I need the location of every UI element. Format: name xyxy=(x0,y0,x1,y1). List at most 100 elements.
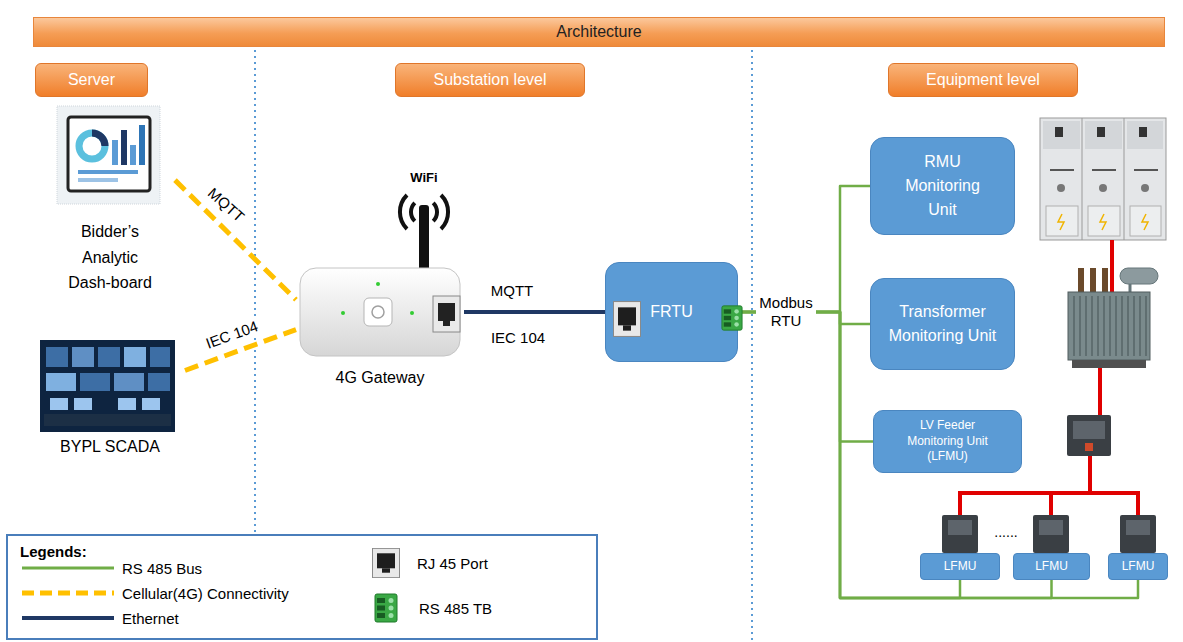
protocol-label: IEC 104 xyxy=(491,329,545,347)
circuit-breaker xyxy=(1120,515,1156,553)
rj45-port-icon xyxy=(613,301,641,337)
rj45-port-icon xyxy=(382,568,390,572)
node-text: RMU Monitoring Unit xyxy=(893,150,993,222)
dashboard-node: Bidder’s Analytic Dash-board xyxy=(45,105,175,300)
rs485-terminal-icon xyxy=(734,322,739,326)
node-text: Substation level xyxy=(434,70,547,90)
dashboard-icon xyxy=(112,140,118,165)
rmu-cabinet xyxy=(1082,118,1083,240)
ellipsis-label: ...... xyxy=(994,524,1017,541)
section-header: Equipment level xyxy=(888,63,1078,97)
transformer xyxy=(1090,268,1096,292)
gateway-device xyxy=(300,268,460,356)
column-separator xyxy=(751,50,753,642)
node-text: LFMU xyxy=(1035,559,1068,574)
legend-line xyxy=(22,591,114,596)
node-text: FRTU xyxy=(650,302,692,322)
rmu-cabinet xyxy=(1088,206,1120,236)
section-header: Server xyxy=(35,63,148,97)
rj45-port-icon xyxy=(377,553,395,568)
wifi-antenna xyxy=(419,205,429,271)
scada-photo xyxy=(118,398,136,410)
circuit-breaker xyxy=(1039,520,1063,535)
node-text: Equipment level xyxy=(926,70,1040,90)
gateway-device xyxy=(300,268,460,356)
rs485-terminal-icon xyxy=(734,316,739,320)
scada-photo xyxy=(114,373,144,391)
scada-photo xyxy=(74,398,92,410)
gateway-device xyxy=(443,321,450,326)
rs485-terminal-icon xyxy=(722,306,742,330)
dashboard-icon xyxy=(57,106,160,204)
transformer xyxy=(1068,268,1158,368)
rmu-cabinet xyxy=(1058,214,1064,230)
ethernet-link xyxy=(464,310,605,314)
rj45-port-icon xyxy=(614,302,641,337)
legend-heading: Legends: xyxy=(20,543,87,561)
rmu-cabinet xyxy=(1127,121,1163,149)
legend-sample xyxy=(22,562,114,574)
scada-photo xyxy=(46,373,76,391)
protocol-label: Modbus RTU xyxy=(756,294,816,330)
rmu-cabinet xyxy=(1142,214,1148,230)
wifi-antenna xyxy=(441,195,448,229)
circuit-breaker xyxy=(948,520,972,535)
gateway-device xyxy=(376,282,380,286)
wifi-antenna xyxy=(400,195,448,271)
rs485-terminal-icon xyxy=(724,316,731,320)
dashboard-icon xyxy=(57,106,160,204)
circuit-breaker xyxy=(1073,421,1105,439)
node-text: LV Feeder Monitoring Unit (LFMU) xyxy=(895,418,1000,465)
legend-text: RJ 45 Port xyxy=(417,555,488,572)
transformer xyxy=(1120,268,1158,284)
dashboard-icon xyxy=(139,125,145,165)
power-wire xyxy=(1049,493,1053,515)
monitoring-unit: LV Feeder Monitoring Unit (LFMU) xyxy=(873,410,1022,473)
rs485-terminal-icon xyxy=(377,606,385,611)
dashboard-icon xyxy=(79,133,105,159)
rmu-cabinet xyxy=(1100,214,1106,230)
rj45-port-icon xyxy=(618,307,636,325)
dashboard-icon xyxy=(121,130,127,165)
gateway-device xyxy=(433,296,460,332)
scada-photo xyxy=(98,347,120,367)
power-wire xyxy=(1088,456,1092,493)
legend-text: Ethernet xyxy=(122,610,179,627)
dashboard-icon xyxy=(78,178,118,182)
rmu-cabinet xyxy=(1040,118,1166,240)
legend-sample xyxy=(22,587,114,599)
wifi-antenna xyxy=(433,203,437,221)
gateway-device xyxy=(438,303,455,321)
lfmu-box: LFMU xyxy=(1013,553,1090,580)
rmu-cabinet xyxy=(1097,127,1105,137)
title-text: Architecture xyxy=(556,23,641,41)
legend-line xyxy=(22,616,114,620)
rs485-terminal-icon xyxy=(724,309,731,313)
scada-photo xyxy=(80,373,110,391)
transformer xyxy=(1074,296,1146,356)
scada-photo xyxy=(142,398,160,410)
wifi-label: WiFi xyxy=(410,170,437,186)
title-band: Architecture xyxy=(33,17,1165,47)
rs485-terminal-icon xyxy=(389,606,394,611)
circuit-breaker xyxy=(942,515,978,553)
gateway-node: 4G Gateway xyxy=(296,262,464,392)
legend-text: RS 485 TB xyxy=(419,600,492,617)
dashboard-icon xyxy=(92,133,105,146)
circuit-breaker xyxy=(1067,415,1111,456)
node-text: BYPL SCADA xyxy=(60,437,160,457)
rs485-terminal-icon xyxy=(375,594,397,622)
rs485-terminal-icon xyxy=(377,613,385,618)
rmu-cabinet xyxy=(1141,184,1149,192)
gateway-device xyxy=(364,298,392,326)
transformer xyxy=(1072,360,1146,368)
rs485-terminal-icon xyxy=(724,322,731,326)
circuit-breaker xyxy=(1033,515,1069,553)
rmu-cabinet xyxy=(1092,169,1116,171)
legend-line xyxy=(22,567,114,570)
rmu-cabinet xyxy=(1040,118,1166,240)
legend-sample xyxy=(22,612,114,624)
wifi-antenna xyxy=(411,203,415,221)
legend-box: RS 485 BusCellular(4G) ConnectivityEther… xyxy=(6,534,598,640)
